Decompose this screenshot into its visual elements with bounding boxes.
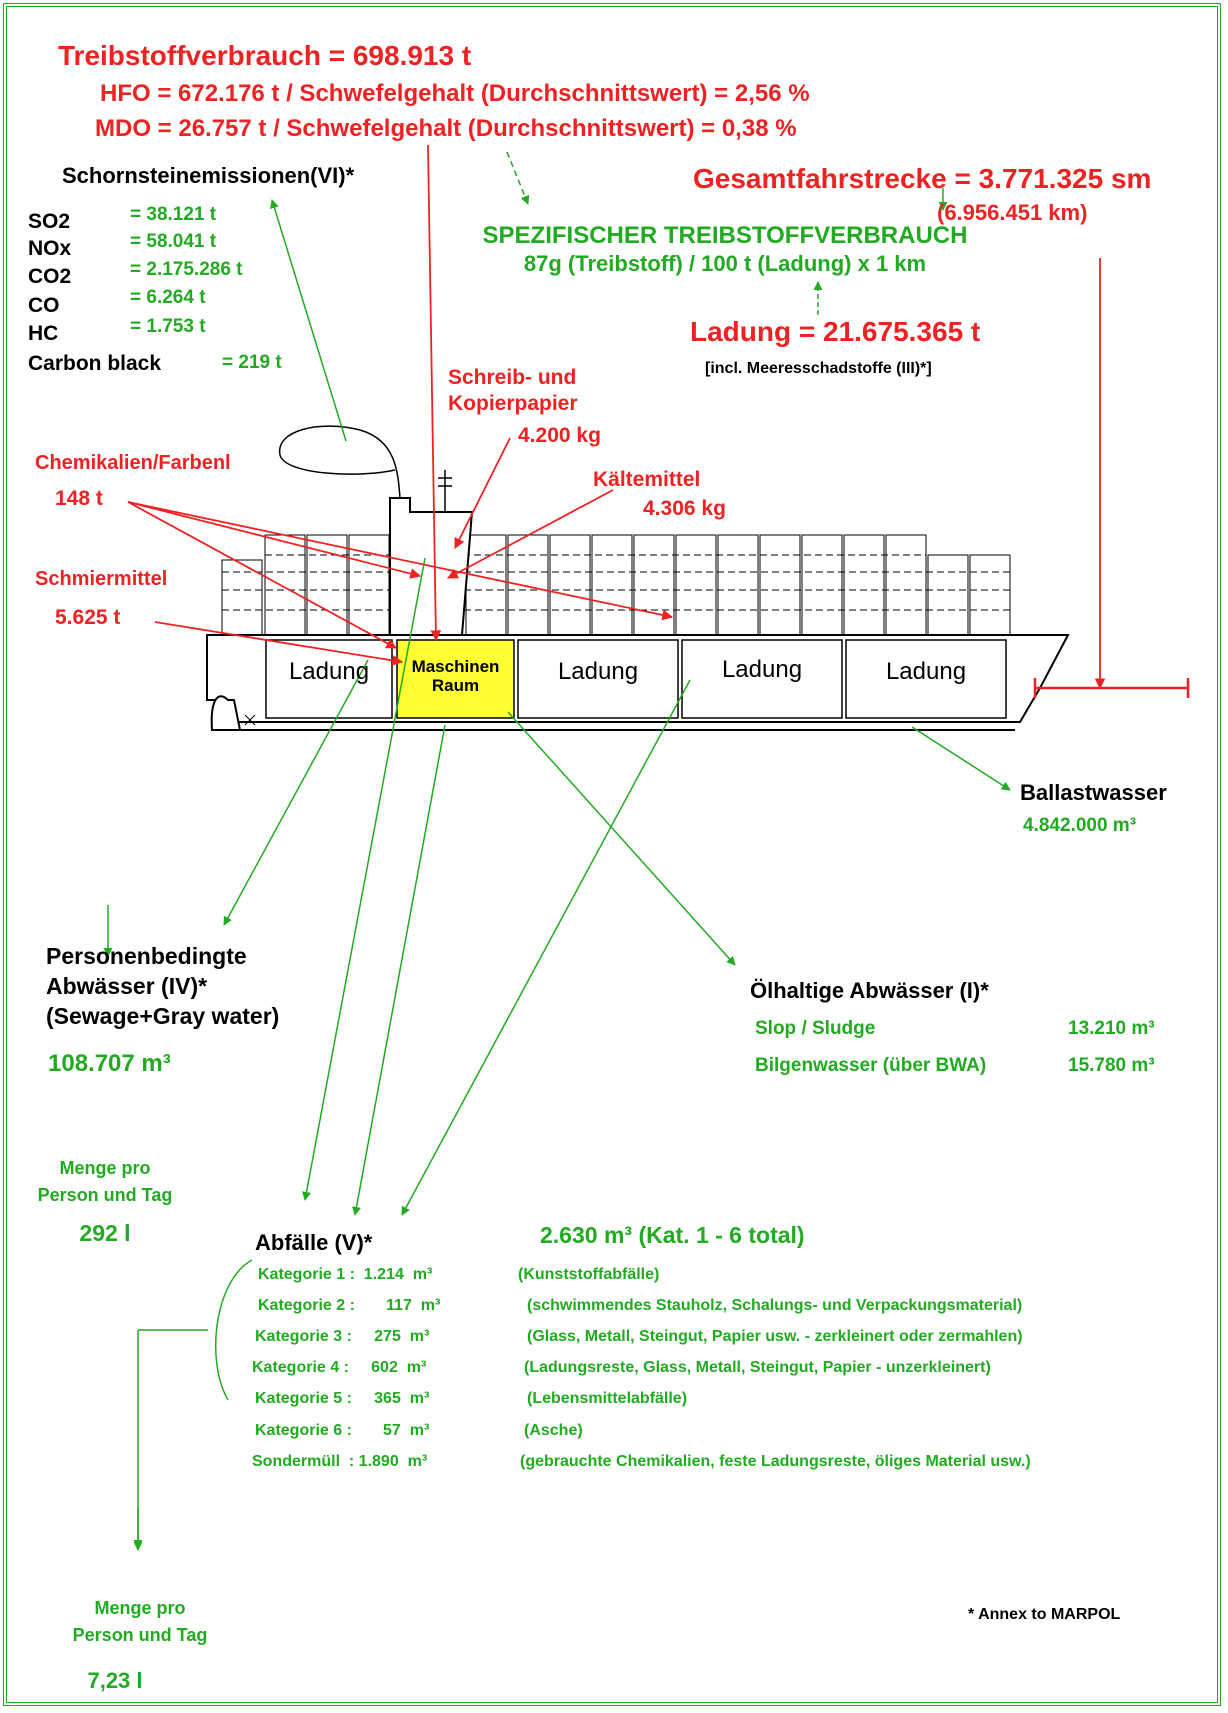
hold-label-1: Ladung (288, 658, 370, 685)
waste-cat: Kategorie 1 : 1.214 m³ (258, 1266, 433, 1283)
waste-desc: (Asche) (524, 1422, 583, 1439)
emission-value: = 6.264 t (130, 287, 206, 308)
hold-label-2: Ladung (557, 658, 639, 685)
page-frame (3, 3, 1221, 1706)
waste-title: Abfälle (V)* (255, 1230, 373, 1255)
waste-total: 2.630 m³ (Kat. 1 - 6 total) (540, 1222, 805, 1248)
cargo-holds (265, 639, 1007, 719)
fuel-total: Treibstoffverbrauch = 698.913 t (58, 40, 472, 71)
emission-name: SO2 (28, 210, 71, 233)
oily-row-value: 15.780 m³ (1068, 1055, 1155, 1076)
waste-per-value: 7,23 l (87, 1668, 143, 1693)
emission-name: CO2 (28, 265, 72, 288)
waste-per-1: Menge pro (94, 1598, 186, 1618)
cargo-note: [incl. Meeresschadstoffe (III)*] (705, 360, 932, 377)
oily-row-value: 13.210 m³ (1068, 1018, 1155, 1039)
emission-value: = 2.175.286 t (130, 259, 243, 280)
chemicals-label: Chemikalien/Farbenl (35, 452, 231, 474)
cargo-label: Ladung = 21.675.365 t (690, 316, 981, 347)
emissions-title: Schornsteinemissionen(VI)* (62, 163, 355, 188)
specific-value: 87g (Treibstoff) / 100 t (Ladung) x 1 km (523, 251, 927, 276)
oily-title: Ölhaltige Abwässer (I)* (750, 978, 989, 1003)
ballast-label: Ballastwasser (1020, 780, 1167, 805)
distance-label: Gesamtfahrstrecke = 3.771.325 sm (693, 163, 1152, 194)
waste-cat: Kategorie 2 : 117 m³ (258, 1297, 441, 1314)
paper-label-1: Schreib- und (448, 366, 577, 389)
engine-room-label-1: Maschinen (411, 657, 500, 676)
paper-value: 4.200 kg (518, 424, 601, 447)
ballast-value: 4.842.000 m³ (1023, 815, 1137, 836)
emission-value: = 1.753 t (130, 316, 206, 337)
emission-value: = 219 t (222, 352, 282, 373)
fuel-mdo: MDO = 26.757 t / Schwefelgehalt (Durchsc… (95, 115, 797, 142)
rudder (210, 695, 242, 731)
lubricant-value: 5.625 t (55, 606, 121, 629)
lubricant-label: Schmiermittel (35, 568, 168, 590)
waste-cat: Kategorie 3 : 275 m³ (255, 1328, 430, 1345)
container-stacks (221, 534, 1011, 636)
paper-label-2: Kopierpapier (448, 392, 578, 415)
sewage-per-2: Person und Tag (37, 1185, 173, 1205)
refrigerant-value: 4.306 kg (643, 497, 726, 520)
engine-room-label: Maschinen Raum (397, 657, 514, 695)
waste-desc: (gebrauchte Chemikalien, feste Ladungsre… (520, 1453, 1031, 1470)
red-arrows (127, 144, 1106, 690)
exhaust-cloud (279, 425, 401, 499)
waste-cat: Sondermüll : 1.890 m³ (252, 1453, 428, 1470)
refrigerant-label: Kältemittel (593, 468, 701, 491)
waste-desc: (schwimmendes Stauholz, Schalungs- und V… (527, 1297, 1023, 1314)
waste-desc: (Ladungsreste, Glass, Metall, Steingut, … (524, 1359, 991, 1376)
waste-desc: (Glass, Metall, Steingut, Papier usw. - … (527, 1328, 1023, 1345)
emission-value: = 58.041 t (130, 231, 217, 252)
emission-name: HC (28, 322, 59, 345)
engine-room (396, 639, 515, 719)
oily-row-label: Bilgenwasser (über BWA) (755, 1055, 987, 1076)
waste-per-2: Person und Tag (72, 1625, 208, 1645)
waste-desc: (Kunststoffabfälle) (518, 1266, 660, 1283)
oily-row-label: Slop / Sludge (755, 1018, 876, 1039)
emission-name: CO (28, 294, 60, 317)
specific-title: SPEZIFISCHER TREIBSTOFFVERBRAUCH (482, 222, 968, 249)
chemicals-value: 148 t (55, 487, 103, 510)
emission-name: Carbon black (28, 352, 162, 375)
waste-cat: Kategorie 6 : 57 m³ (255, 1422, 430, 1439)
sewage-label-3: (Sewage+Gray water) (46, 1003, 280, 1029)
category-bracket (215, 1259, 253, 1401)
footnote: * Annex to MARPOL (968, 1606, 1121, 1623)
waste-desc: (Lebensmittelabfälle) (527, 1390, 688, 1407)
sewage-value: 108.707 m³ (48, 1050, 171, 1077)
sewage-label-1: Personenbedingte (46, 943, 247, 969)
waste-cat: Kategorie 5 : 365 m³ (255, 1390, 430, 1407)
distance-bar (1033, 678, 1190, 698)
hold-label-4: Ladung (885, 658, 967, 685)
emission-name: NOx (28, 237, 72, 260)
hold-label-3: Ladung (721, 656, 803, 683)
fuel-hfo: HFO = 672.176 t / Schwefelgehalt (Durchs… (100, 80, 810, 107)
sewage-per-value: 292 l (79, 1220, 131, 1246)
emission-value: = 38.121 t (130, 204, 217, 225)
green-arrows (103, 151, 1011, 1551)
distance-km: (6.956.451 km) (937, 200, 1088, 225)
sewage-label-2: Abwässer (IV)* (46, 973, 208, 999)
engine-room-label-2: Raum (431, 675, 480, 695)
waste-cat: Kategorie 4 : 602 m³ (252, 1359, 427, 1376)
sewage-per-1: Menge pro (59, 1158, 151, 1178)
